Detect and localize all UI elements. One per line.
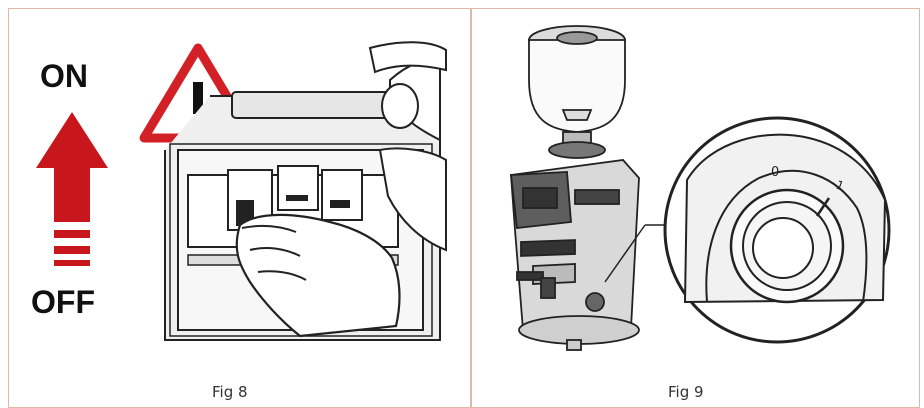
fig9-caption: Fig 9 [668,383,704,401]
fig9-illustration: 0 1 [471,10,921,380]
grinder-body [511,160,639,350]
fig8-caption: Fig 8 [212,383,248,401]
power-switch-detail [665,118,889,342]
fig8-illustration [0,0,470,370]
on-arrow-icon [36,112,108,266]
dial-mark-zero: 0 [771,165,779,180]
grinder-hopper [529,26,625,158]
